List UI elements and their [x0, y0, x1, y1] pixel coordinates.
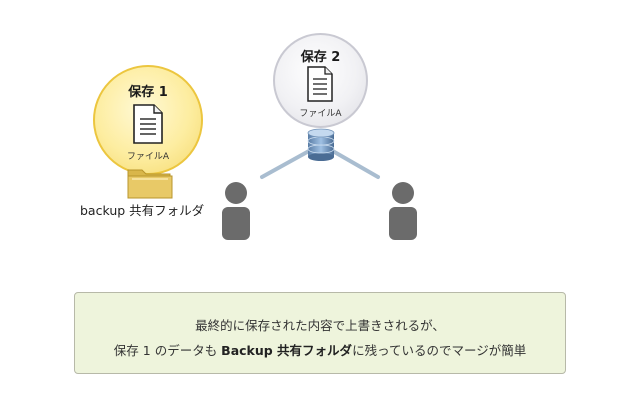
- save-2-file-label: ファイルA: [299, 109, 342, 119]
- note-line-2-bold: Backup 共有フォルダ: [221, 343, 353, 358]
- save-1-file-label: ファイルA: [126, 152, 170, 162]
- note-line-2-pre: 保存 1 のデータも: [113, 343, 222, 358]
- note-line-2: 保存 1 のデータも Backup 共有フォルダに残っているのでマージが簡単: [75, 340, 565, 359]
- document-icon: [133, 104, 163, 144]
- note-line-2-post: に残っているのでマージが簡単: [352, 343, 527, 358]
- save-2-bubble: 保存 2 ファイルA: [273, 33, 368, 128]
- save-2-title: 保存 2: [300, 50, 341, 65]
- backup-folder-label: backup 共有フォルダ: [80, 203, 205, 218]
- note-line-1: 最終的に保存された内容で上書きされるが、: [195, 318, 445, 333]
- user-icon: [389, 182, 417, 240]
- save-1-bubble: 保存 1 ファイルA: [93, 65, 203, 175]
- document-icon: [307, 66, 333, 102]
- user-icon: [222, 182, 250, 240]
- save-1-title: 保存 1: [128, 85, 168, 100]
- explanation-note: 最終的に保存された内容で上書きされるが、 保存 1 のデータも Backup 共…: [74, 292, 566, 374]
- database-icon: [307, 128, 335, 161]
- folder-icon: [127, 169, 173, 199]
